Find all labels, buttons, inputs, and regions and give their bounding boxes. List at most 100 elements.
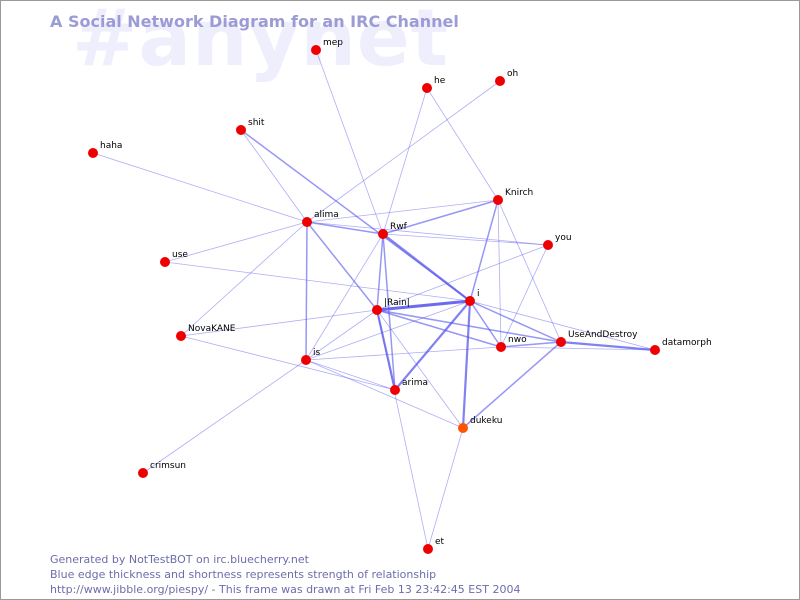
node-dot [556,337,566,347]
node-label: nwo [508,335,527,345]
node-et: et [423,537,445,554]
edge-Rwf-Rain [376,233,384,311]
footer-generator-line: Generated by NotTestBOT on irc.bluecherr… [50,553,309,566]
node-label: mep [323,38,343,48]
node-dot [496,342,506,352]
node-dot [378,229,388,239]
node-dot [493,195,503,205]
footer-legend-line: Blue edge thickness and shortness repres… [50,568,437,581]
node-Rwf: Rwf [378,222,408,239]
node-label: arima [402,378,428,388]
node-label: i [477,289,480,299]
node-mep: mep [311,38,343,55]
edge-i-datamorph [469,300,656,351]
node-label: NovaKANE [188,324,236,334]
node-i: i [465,289,480,306]
edge-alima-use [164,221,308,263]
edge-Knirch-Rwf [382,199,499,235]
edge-Rain-NovaKANE [180,309,378,337]
node-label: is [313,348,321,358]
footer-timestamp-line: http://www.jibble.org/piespy/ - This fra… [50,583,521,596]
node-label: dukeku [470,416,502,426]
node-alima: alima [302,210,339,227]
node-you: you [543,233,572,250]
edge-Rain-nwo [376,309,502,348]
edge-Knirch-i [469,199,499,302]
node-dot [495,76,505,86]
node-label: you [555,233,572,243]
edge-Rwf-i [381,232,472,303]
node-crimsun: crimsun [138,461,186,478]
node-dot [458,423,468,433]
edge-i-arima [393,299,472,392]
node-label: Knirch [505,188,533,198]
node-oh: oh [495,69,518,86]
node-datamorph: datamorph [650,338,712,355]
node-haha: haha [88,141,122,158]
node-dot [138,468,148,478]
node-dot [160,257,170,267]
node-NovaKANE: NovaKANE [176,324,236,341]
node-label: et [435,537,445,547]
node-label: alima [314,210,339,220]
edge-i-UseAndDestroy [469,300,562,343]
node-label: use [172,250,188,260]
edge-is-arima [305,359,396,391]
node-dot [176,331,186,341]
node-dot [302,217,312,227]
edge-Rain-is [305,309,378,361]
edge-you-nwo [500,244,549,348]
edge-i-is [305,300,471,361]
edge-alima-Rwf [306,221,384,235]
node-he: he [422,76,446,93]
edge-he-Rwf [382,87,428,235]
edge-he-Knirch [426,87,499,201]
node-UseAndDestroy: UseAndDestroy [556,330,638,347]
page-title: A Social Network Diagram for an IRC Chan… [50,12,459,31]
node-dot [423,544,433,554]
edge-i-nwo [469,300,502,348]
node-label: datamorph [662,338,712,348]
node-label: crimsun [150,461,186,471]
edge-Rwf-is [305,233,384,361]
edge-Rain-dukeku [376,309,464,429]
edge-alima-NovaKANE [180,221,308,337]
edge-mep-Rwf [315,49,384,235]
node-dukeku: dukeku [458,416,502,433]
node-dot [311,45,321,55]
edge-dukeku-et [427,427,464,550]
node-dot [543,240,553,250]
edge-alima-is [305,221,308,361]
node-dot [301,355,311,365]
edge-i-dukeku [461,299,472,430]
node-dot [650,345,660,355]
edge-is-dukeku [305,359,464,429]
edge-NovaKANE-arima [180,335,396,391]
edge-haha-alima [92,152,308,223]
edge-is-crimsun [142,359,307,474]
edge-Knirch-nwo [497,199,502,348]
edges-layer [92,49,657,550]
edge-Rain-arima [375,308,397,392]
edge-oh-alima [306,80,501,223]
edge-UseAndDestroy-datamorph [559,340,657,352]
node-dot [465,296,475,306]
node-use: use [160,250,188,267]
node-Knirch: Knirch [493,188,533,205]
edge-Knirch-UseAndDestroy [497,199,562,343]
channel-watermark: #anynet [72,0,450,84]
edge-you-Rain [376,244,549,311]
node-shit: shit [236,118,265,135]
node-label: haha [100,141,122,151]
edge-Rwf-you [382,233,549,246]
edge-UseAndDestroy-dukeku [462,341,562,429]
node-dot [88,148,98,158]
node-label: |Rain| [384,298,410,308]
edge-nwo-UseAndDestroy [500,341,562,348]
edge-Rain-i [375,299,472,312]
edge-alima-Rain [306,221,378,311]
edge-Rain-et [376,309,429,550]
node-nwo: nwo [496,335,527,352]
